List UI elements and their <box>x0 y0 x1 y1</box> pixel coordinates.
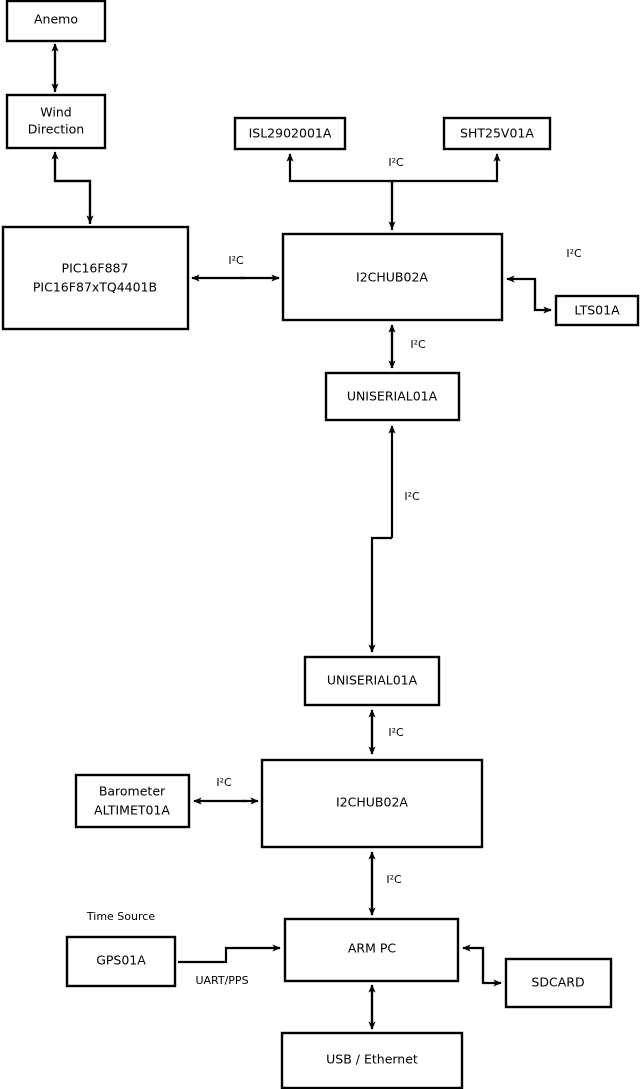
node-arm-pc[interactable]: ARM PC <box>283 917 460 983</box>
edge-label-i2c-hub2-arm: I²C <box>386 873 402 886</box>
node-wind-direction[interactable]: Wind Direction <box>5 93 107 150</box>
edge-pic-wind-direction <box>51 151 94 224</box>
edge-hub-top-lts: I²C <box>506 247 582 314</box>
node-isl2902001a-label: ISL2902001A <box>249 126 332 141</box>
node-uniserial01a-top[interactable]: UNISERIAL01A <box>324 371 461 422</box>
node-isl2902001a[interactable]: ISL2902001A <box>233 116 347 151</box>
node-i2chub02a-bottom[interactable]: I2CHUB02A <box>260 758 484 849</box>
node-wind-direction-label-1: Wind <box>40 105 71 120</box>
node-arm-pc-label: ARM PC <box>348 941 397 956</box>
node-pic-mcu[interactable]: PIC16F887 PIC16F87xTQ4401B <box>1 225 190 331</box>
edge-label-i2c-uniserial-hub2: I²C <box>388 726 404 739</box>
node-pic-label-1: PIC16F887 <box>62 261 129 276</box>
edge-label-i2c-uniserial-link: I²C <box>404 490 420 503</box>
annotation-time-source: Time Source <box>86 910 155 923</box>
node-barometer-label-1: Barometer <box>99 784 166 799</box>
edge-label-i2c-hub-lts: I²C <box>566 247 582 260</box>
node-pic-label-2: PIC16F87xTQ4401B <box>33 280 157 295</box>
node-lts01a-label: LTS01A <box>574 303 620 318</box>
node-sdcard-label: SDCARD <box>531 975 584 990</box>
edge-hub-bottom-arm-pc: I²C <box>368 851 402 916</box>
node-uniserial01a-top-label: UNISERIAL01A <box>347 389 438 404</box>
node-i2chub02a-top[interactable]: I2CHUB02A <box>281 232 504 322</box>
node-anemo-label: Anemo <box>34 12 78 27</box>
edge-label-i2c-barometer-hub2: I²C <box>216 776 232 789</box>
node-sht25v01a-label: SHT25V01A <box>460 126 534 141</box>
edge-label-i2c-hub-uniserial: I²C <box>410 338 426 351</box>
edge-uniserial-link: I²C <box>368 425 420 653</box>
node-gps01a-label: GPS01A <box>96 953 146 968</box>
edge-label-uart-pps: UART/PPS <box>195 974 248 987</box>
node-wind-direction-label-2: Direction <box>28 122 84 137</box>
node-usb-ethernet[interactable]: USB / Ethernet <box>280 1031 464 1089</box>
node-i2chub02a-bottom-label: I2CHUB02A <box>336 795 408 810</box>
edge-pic-hub-top: I²C <box>191 254 280 282</box>
edge-uniserial-bottom-hub-bottom: I²C <box>368 709 404 755</box>
node-gps01a[interactable]: GPS01A <box>65 935 177 988</box>
edge-label-i2c-pic-hub: I²C <box>228 254 244 267</box>
node-i2chub02a-top-label: I2CHUB02A <box>356 270 428 285</box>
edge-gps-arm-pc: UART/PPS <box>178 944 281 987</box>
node-sht25v01a[interactable]: SHT25V01A <box>442 116 552 151</box>
edge-barometer-hub-bottom: I²C <box>193 776 259 805</box>
node-barometer-label-2: ALTIMET01A <box>94 803 170 818</box>
edge-hub-top-sensors: I²C <box>286 153 501 230</box>
edge-hub-top-uniserial-top: I²C <box>388 324 426 369</box>
node-anemo[interactable]: Anemo <box>5 0 107 43</box>
node-uniserial01a-bottom-label: UNISERIAL01A <box>327 673 418 688</box>
edge-arm-pc-sdcard <box>462 944 502 987</box>
node-sdcard[interactable]: SDCARD <box>504 957 613 1009</box>
edge-label-i2c-hub-sensors: I²C <box>388 156 404 169</box>
node-usb-ethernet-label: USB / Ethernet <box>326 1052 418 1067</box>
node-barometer-altimet01a[interactable]: Barometer ALTIMET01A <box>74 773 191 829</box>
node-uniserial01a-bottom[interactable]: UNISERIAL01A <box>303 655 441 707</box>
node-lts01a[interactable]: LTS01A <box>554 294 640 327</box>
